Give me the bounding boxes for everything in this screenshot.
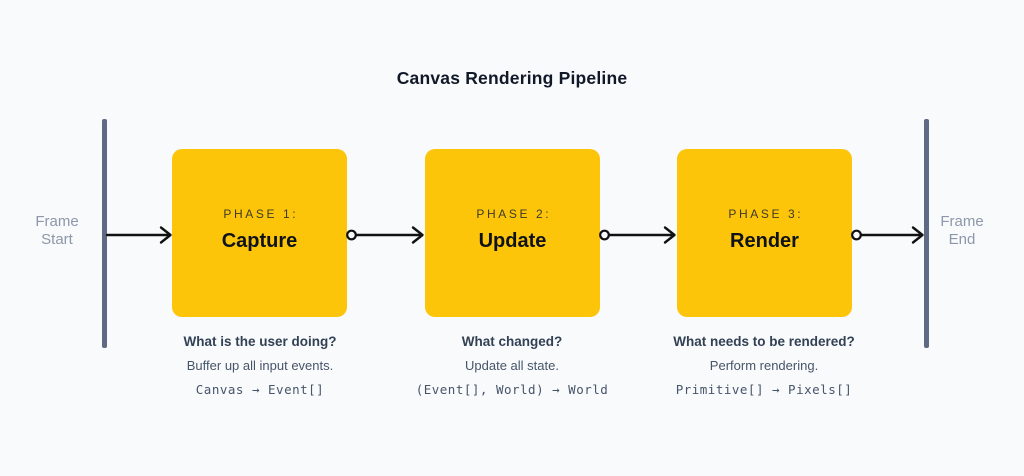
update-text: Update all state.	[465, 358, 559, 373]
phase-1-label: PHASE 1:	[223, 207, 299, 221]
frame-start-label: Frame Start	[17, 213, 97, 249]
frame-end-label: Frame End	[922, 213, 1002, 249]
phase-3-label: PHASE 3:	[728, 207, 804, 221]
render-signature: Primitive[] → Pixels[]	[675, 382, 853, 397]
phase-box-update: PHASE 2: Update	[425, 149, 600, 317]
update-signature: (Event[], World) → World	[415, 382, 609, 397]
arrow-framestart-to-capture	[105, 226, 172, 244]
arrow-capture-to-update	[346, 226, 424, 244]
phase-3-name: Render	[730, 230, 799, 252]
frame-end-label-line2: End	[948, 231, 976, 248]
phase-2-label: PHASE 2:	[476, 207, 552, 221]
render-text: Perform rendering.	[709, 358, 819, 373]
capture-description: What is the user doing? Buffer up all in…	[140, 334, 380, 397]
frame-end-label-line1: Frame	[940, 213, 984, 230]
frame-start-label-line2: Start	[41, 231, 73, 248]
phase-1-name: Capture	[221, 230, 298, 252]
capture-signature: Canvas → Event[]	[195, 382, 325, 397]
arrow-render-to-frameend	[851, 226, 924, 244]
render-question: What needs to be rendered?	[673, 334, 855, 349]
phase-2-name: Update	[478, 230, 547, 252]
capture-text: Buffer up all input events.	[186, 358, 334, 373]
diagram-title: Canvas Rendering Pipeline	[396, 68, 628, 88]
connector-dot-capture	[346, 229, 357, 241]
render-description: What needs to be rendered? Perform rende…	[644, 334, 884, 397]
frame-start-label-line1: Frame	[35, 213, 79, 230]
capture-question: What is the user doing?	[183, 334, 337, 349]
phase-box-render: PHASE 3: Render	[677, 149, 852, 317]
connector-dot-render	[851, 229, 862, 241]
phase-box-capture: PHASE 1: Capture	[172, 149, 347, 317]
connector-dot-update	[599, 229, 610, 241]
update-description: What changed? Update all state. (Event[]…	[392, 334, 632, 397]
frame-end-bar	[924, 119, 929, 348]
arrow-update-to-render	[599, 226, 676, 244]
frame-start-bar	[102, 119, 107, 348]
update-question: What changed?	[461, 334, 563, 349]
